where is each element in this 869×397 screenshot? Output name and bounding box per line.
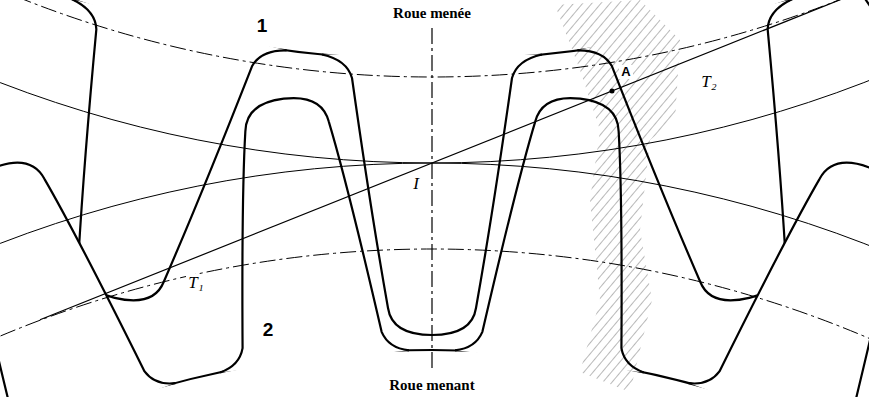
label-anchor: I (411, 175, 421, 194)
wheel-caption: Roue menant (387, 377, 476, 394)
label-anchor: A (619, 62, 632, 80)
gear-tooth (689, 135, 869, 397)
tangent-point-label: T₂ (699, 73, 718, 92)
label-anchor: T₂ (699, 73, 718, 92)
tangent-point-label: T₁ (186, 274, 205, 293)
gear-tooth (0, 135, 175, 397)
driven-wheel-teeth (0, 0, 869, 335)
contact-point (610, 89, 615, 94)
gear-tooth (189, 88, 408, 373)
pitch-point-label: I (411, 175, 421, 194)
driven-pitch-circle (0, 0, 869, 163)
center-line (431, 28, 432, 372)
driver-pitch-circle (0, 163, 869, 397)
label-anchor: 1 (255, 16, 270, 37)
line-of-action (40, 0, 869, 320)
driven-base-circle (0, 0, 869, 77)
contact-point-label: A (619, 65, 632, 79)
wheel-caption: Roue menée (391, 5, 473, 22)
driver-base-circle (0, 249, 869, 397)
hatched-zone (555, 0, 680, 392)
wheel-number: 1 (255, 16, 270, 37)
label-anchor: 2 (261, 320, 276, 341)
label-anchor: Roue menée (391, 4, 473, 22)
label-anchor: T₁ (186, 274, 205, 293)
wheel-number: 2 (261, 320, 276, 341)
label-anchor: Roue menant (387, 376, 476, 394)
driving-wheel-teeth (0, 88, 869, 397)
